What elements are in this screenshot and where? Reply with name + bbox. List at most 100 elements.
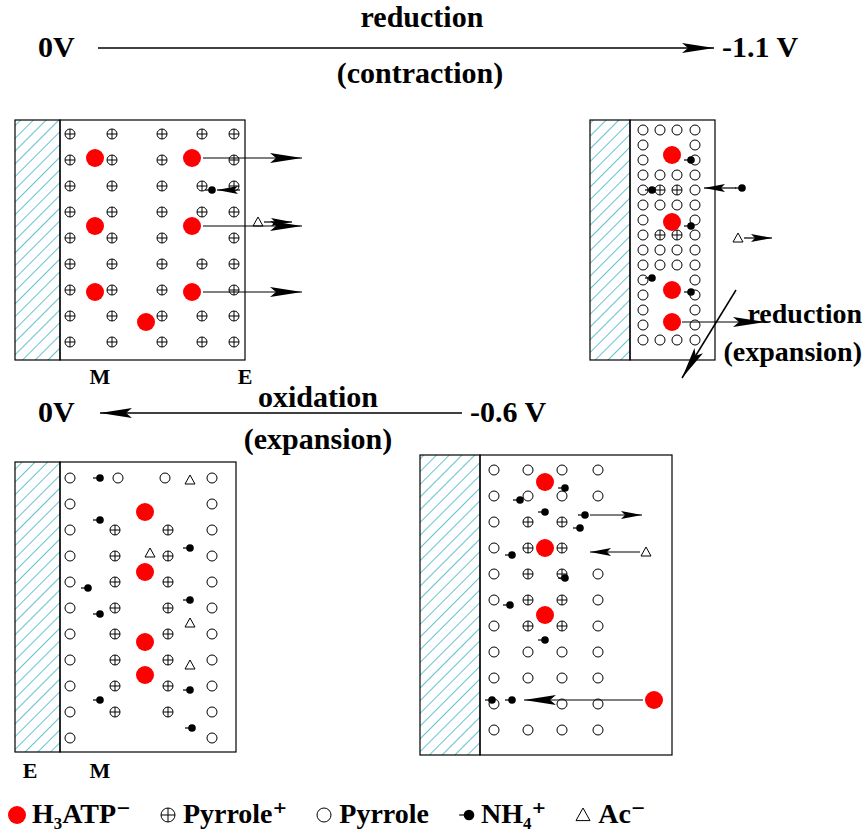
pyrrole-neutral [638, 260, 648, 270]
legend-color-dot [8, 806, 26, 824]
ammonium-ion [648, 186, 656, 194]
pyrrole-neutral [207, 473, 217, 483]
pyrrole-cation [107, 337, 117, 347]
legend-swatch [455, 802, 477, 826]
process-step: oxidation [258, 382, 378, 412]
pyrrole-neutral [593, 673, 603, 683]
plus-mark [163, 551, 173, 561]
pyrrole-cation [523, 543, 533, 553]
pyrrole-neutral [557, 465, 567, 475]
plus-mark [65, 285, 75, 295]
plus-mark [163, 655, 173, 665]
legend-swatch [572, 802, 594, 826]
legend: H₃ATP⁻Pyrrole⁺PyrroleNH₄⁺Ac⁻ [6, 800, 646, 828]
atp-ion [183, 217, 201, 235]
ammonium-ion [464, 810, 475, 821]
pyrrole-neutral [672, 125, 682, 135]
pyrrole-neutral [690, 230, 700, 240]
pyrrole-cation [672, 230, 682, 240]
pyrrole-neutral [489, 595, 499, 605]
plus-mark [163, 681, 173, 691]
plus-mark [229, 207, 239, 217]
pyrrole-neutral [489, 647, 499, 657]
pyrrole-neutral [638, 155, 648, 165]
pyrrole-neutral [690, 200, 700, 210]
pyrrole-neutral [489, 465, 499, 475]
pyrrole-cation [163, 603, 173, 613]
legend-text: Pyrrole [339, 800, 429, 828]
atp-ion [536, 606, 554, 624]
pyrrole-neutral [207, 655, 217, 665]
plus-mark [107, 129, 117, 139]
pyrrole-cation [557, 517, 567, 527]
process-step: reduction [361, 2, 484, 32]
phase-label: M [90, 366, 111, 388]
plus-mark [157, 129, 167, 139]
pyrrole-cation [107, 285, 117, 295]
acetate-ion [733, 233, 743, 242]
pyrrole-cation [655, 185, 665, 195]
pyrrole-cation [229, 155, 239, 165]
plus-mark [65, 207, 75, 217]
pyrrole-neutral [638, 200, 648, 210]
atp-ion [136, 666, 154, 684]
pyrrole-neutral [207, 629, 217, 639]
plus-mark [107, 207, 117, 217]
pyrrole-cation [161, 808, 175, 822]
pyrrole-neutral [638, 215, 648, 225]
pyrrole-neutral [593, 595, 603, 605]
pyrrole-neutral [638, 320, 648, 330]
pyrrole-neutral [690, 185, 700, 195]
pyrrole-neutral [638, 140, 648, 150]
pyrrole-cation [110, 707, 120, 717]
plus-mark [65, 311, 75, 321]
pyrrole-neutral [638, 275, 648, 285]
pyrrole-neutral [638, 125, 648, 135]
atp-ion [137, 313, 155, 331]
plus-mark [229, 259, 239, 269]
process-arrow [744, 237, 772, 238]
ammonium-ion [687, 288, 695, 296]
pyrrole-neutral [207, 707, 217, 717]
process-arrow [524, 699, 643, 700]
pyrrole-cation [110, 681, 120, 691]
pyrrole-cation [229, 207, 239, 217]
acetate-ion [185, 618, 195, 627]
pyrrole-neutral [655, 125, 665, 135]
pyrrole-cation [65, 285, 75, 295]
process-arrow [264, 221, 292, 222]
pyrrole-neutral [557, 725, 567, 735]
pyrrole-neutral [65, 733, 75, 743]
pyrrole-cation [229, 259, 239, 269]
pyrrole-cation [110, 603, 120, 613]
plus-mark [110, 525, 120, 535]
pyrrole-cation [557, 595, 567, 605]
polymer-film [60, 462, 236, 752]
pyrrole-neutral [207, 603, 217, 613]
atp-ion [663, 313, 681, 331]
pyrrole-neutral [690, 170, 700, 180]
pyrrole-neutral [638, 230, 648, 240]
plus-mark [157, 233, 167, 243]
process-arrow [590, 551, 640, 552]
ammonium-ion [506, 601, 514, 609]
plus-mark [655, 185, 665, 195]
acetate-ion [253, 217, 263, 226]
pyrrole-neutral [638, 290, 648, 300]
pyrrole-cation [229, 129, 239, 139]
pyrrole-cation [107, 129, 117, 139]
plus-mark [157, 181, 167, 191]
phase-label: E [23, 760, 38, 782]
pyrrole-neutral [593, 569, 603, 579]
plus-mark [110, 655, 120, 665]
pyrrole-neutral [489, 673, 499, 683]
legend-text: Ac⁻ [598, 800, 645, 828]
plus-mark [197, 129, 207, 139]
acetate-ion [185, 660, 195, 669]
pyrrole-cation [65, 155, 75, 165]
plus-mark [157, 207, 167, 217]
polymer-film [630, 120, 715, 360]
plus-mark [163, 603, 173, 613]
atp-ion [663, 213, 681, 231]
plus-mark [110, 577, 120, 587]
